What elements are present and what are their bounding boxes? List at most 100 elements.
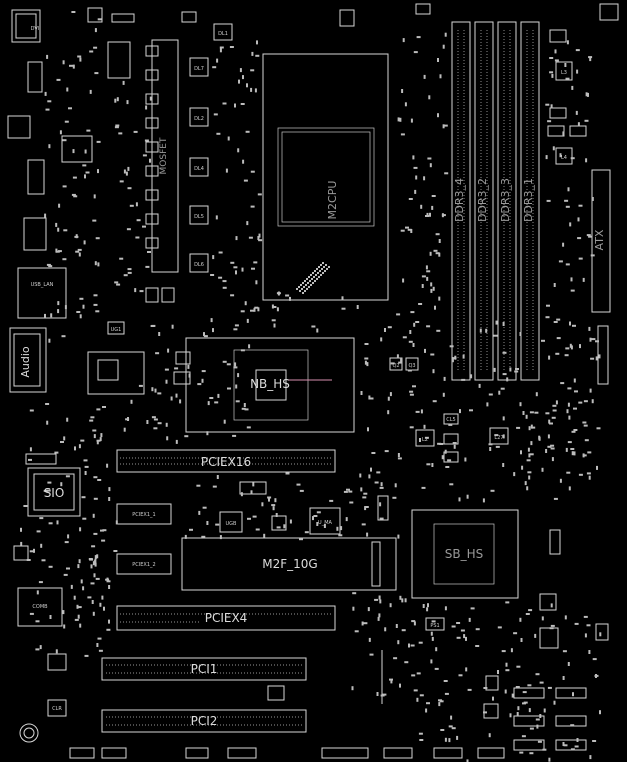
smd-pad xyxy=(210,274,215,276)
cpu-pin-pad xyxy=(296,288,298,290)
smd-pad xyxy=(490,489,495,492)
label-sb: SB_HS xyxy=(445,547,484,561)
smd-pad xyxy=(254,306,259,309)
smd-pad xyxy=(444,449,447,454)
smd-pad xyxy=(235,236,238,241)
cpu-pin-pad xyxy=(302,282,304,284)
smd-pad xyxy=(46,420,49,425)
smd-pad xyxy=(70,584,73,589)
smd-pad xyxy=(578,473,583,476)
smd-pad xyxy=(354,630,359,633)
smd-pad xyxy=(341,307,346,310)
smd-pad xyxy=(418,641,423,644)
smd-pad xyxy=(527,447,530,452)
smd-pad xyxy=(527,471,532,474)
smd-pad xyxy=(100,529,104,532)
smd-pad xyxy=(210,318,213,323)
smd-pad xyxy=(154,388,157,393)
smd-pad xyxy=(586,472,591,475)
smd-pad xyxy=(125,418,130,421)
smd-pad xyxy=(113,550,118,552)
smd-pad xyxy=(438,296,441,301)
smd-pad xyxy=(427,157,432,160)
smd-pad xyxy=(55,222,58,227)
smd-pad xyxy=(539,714,542,718)
smd-pad xyxy=(89,419,94,422)
smd-pad xyxy=(258,239,263,242)
smd-pad xyxy=(289,296,291,301)
smd-pad xyxy=(439,700,444,703)
smd-pad xyxy=(566,409,569,414)
smd-pad xyxy=(592,740,597,742)
inductor-dl4 xyxy=(189,157,209,177)
smd-pad xyxy=(240,103,245,105)
ddr3-slot-2 xyxy=(474,21,494,381)
smd-pad xyxy=(92,219,97,222)
smd-pad xyxy=(62,139,67,142)
smd-pad xyxy=(565,205,570,208)
smd-pad xyxy=(84,654,89,657)
smd-pad xyxy=(50,313,53,318)
smd-pad xyxy=(313,515,318,517)
smd-pad xyxy=(431,205,434,210)
smd-pad xyxy=(238,79,240,84)
cpu-pin-pad xyxy=(315,274,317,276)
smd-pad xyxy=(402,336,407,339)
smd-pad xyxy=(588,235,593,238)
smd-pad xyxy=(95,237,100,240)
cpu-pin-pad xyxy=(314,270,316,272)
smd-pad xyxy=(246,221,249,226)
smd-pad xyxy=(424,436,429,439)
smd-pad xyxy=(349,501,354,504)
smd-pad xyxy=(97,637,102,640)
smd-pad xyxy=(55,248,58,253)
smd-pad xyxy=(256,40,258,45)
smd-pad xyxy=(418,732,423,735)
smd-pad xyxy=(215,215,218,220)
smd-pad xyxy=(570,345,573,350)
smd-pad xyxy=(77,614,80,619)
label-ddr3-2: DDR3_2 xyxy=(476,178,489,222)
smd-pad xyxy=(583,400,588,403)
smd-pad xyxy=(138,384,143,387)
smd-pad xyxy=(226,363,231,366)
smd-pad xyxy=(250,490,253,495)
smd-pad xyxy=(250,69,255,72)
smd-pad xyxy=(574,622,579,625)
smd-pad xyxy=(47,100,52,103)
label-sio: SIO xyxy=(44,486,65,500)
label-cl5: CL5 xyxy=(446,417,455,423)
pciex1-slots xyxy=(116,503,172,575)
smd-pad xyxy=(316,511,321,514)
smd-pad xyxy=(240,349,245,352)
smd-pad xyxy=(560,382,565,385)
smd-pad xyxy=(554,59,559,62)
smd-pad xyxy=(218,251,223,254)
smd-pad xyxy=(71,193,76,196)
smd-pad xyxy=(572,692,574,697)
smd-pad xyxy=(548,419,551,424)
smd-pad xyxy=(116,283,121,286)
smd-pad xyxy=(135,202,138,207)
smd-pad xyxy=(466,759,469,762)
smd-pad xyxy=(443,376,446,381)
smd-pad xyxy=(397,117,400,122)
smd-pad xyxy=(257,307,260,312)
smd-pad xyxy=(212,255,215,260)
smd-pad xyxy=(86,129,91,132)
smd-pad xyxy=(93,46,98,49)
ps1-chip xyxy=(425,617,445,631)
smd-pad xyxy=(576,69,579,74)
smd-pad xyxy=(493,367,496,372)
smd-pad xyxy=(361,621,364,626)
smd-pad xyxy=(67,534,70,539)
smd-pad xyxy=(535,392,538,397)
smd-pad xyxy=(461,378,466,381)
smd-pad xyxy=(409,426,414,429)
smd-pad xyxy=(415,321,420,323)
smd-pad xyxy=(513,632,518,635)
smd-pad xyxy=(404,661,409,664)
smd-pad xyxy=(550,447,555,450)
smd-pad xyxy=(438,239,441,243)
